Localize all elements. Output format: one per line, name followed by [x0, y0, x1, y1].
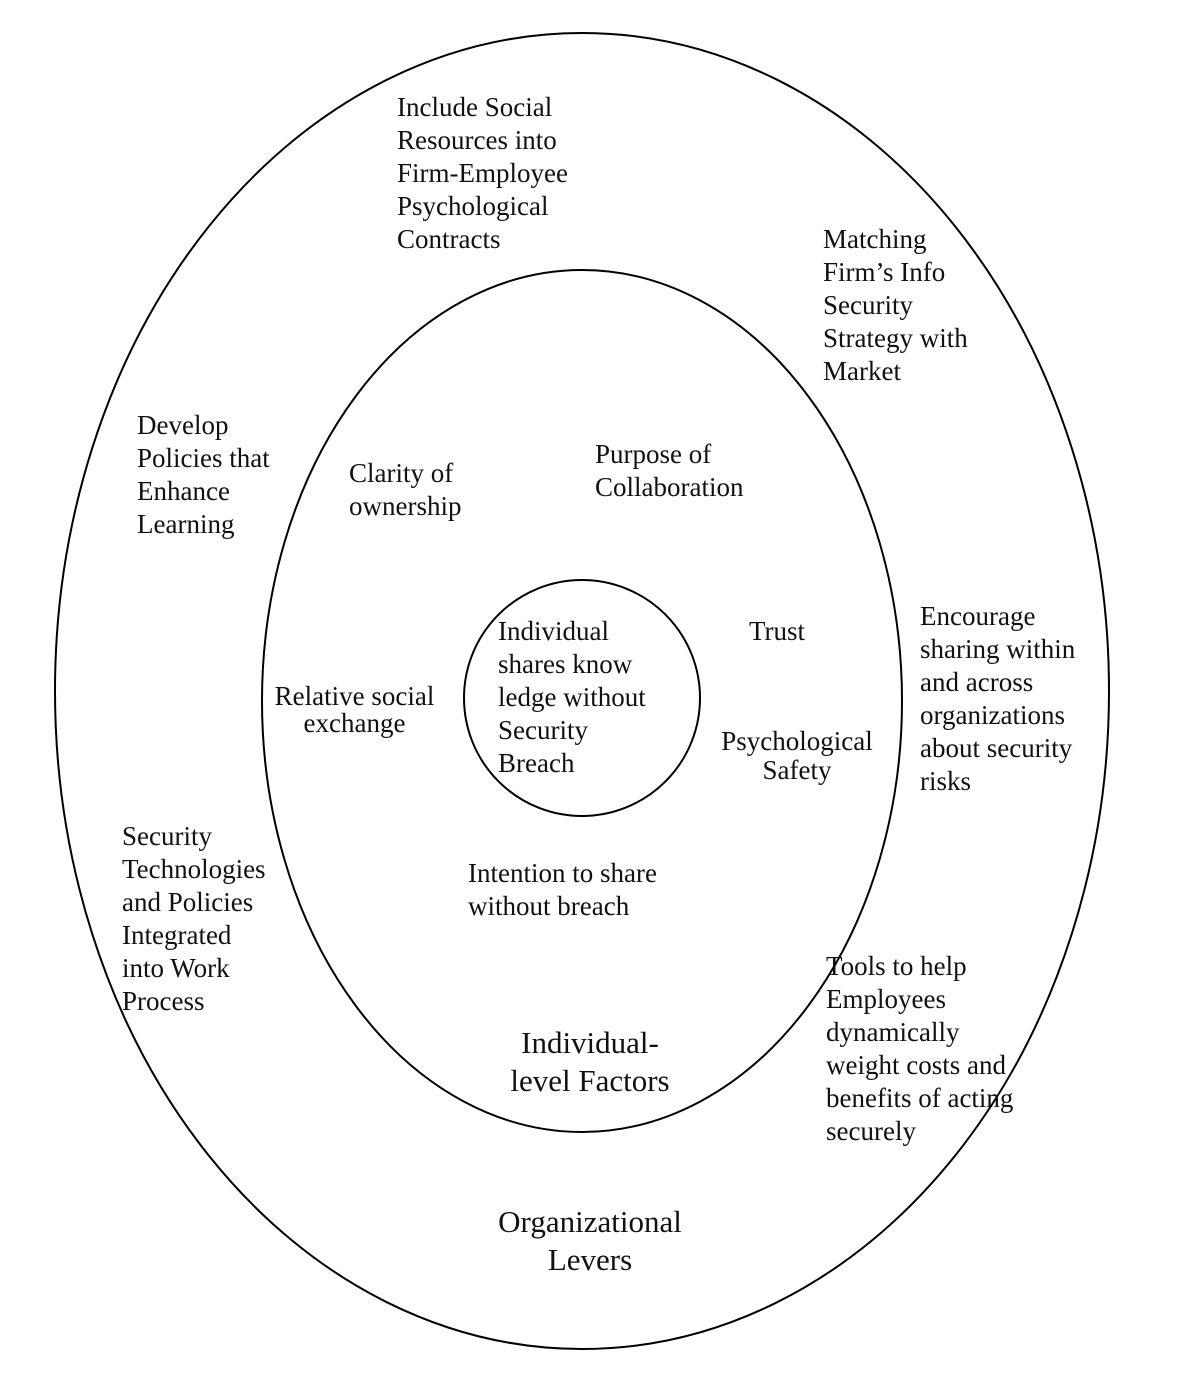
- factor-psychological-safety: Psychological Safety: [721, 726, 873, 785]
- core-outcome-text: Individual shares know ledge without Sec…: [498, 616, 646, 778]
- middle-ring-title: Individual- level Factors: [510, 1025, 670, 1098]
- lever-develop-learning-policies: Develop Policies that Enhance Learning: [137, 410, 270, 539]
- outer-ring-organizational-levers: [54, 32, 1110, 1350]
- lever-tools-weight-costs: Tools to help Employees dynamically weig…: [826, 951, 1014, 1146]
- middle-ring-individual-factors: [261, 269, 903, 1133]
- lever-include-social-resources: Include Social Resources into Firm-Emplo…: [397, 92, 568, 254]
- factor-relative-social-exchange: Relative social exchange: [274, 681, 435, 738]
- lever-security-technologies: Security Technologies and Policies Integ…: [122, 821, 266, 1016]
- lever-encourage-sharing: Encourage sharing within and across orga…: [920, 601, 1076, 796]
- factor-clarity-of-ownership: Clarity of ownership: [349, 458, 462, 521]
- lever-matching-security-strategy: Matching Firm’s Info Security Strategy w…: [823, 224, 968, 386]
- factor-trust: Trust: [749, 616, 806, 646]
- outer-ring-title: Organizational Levers: [498, 1204, 682, 1277]
- factor-purpose-of-collaboration: Purpose of Collaboration: [595, 439, 744, 502]
- factor-intention-to-share: Intention to share without breach: [468, 858, 657, 921]
- core-circle: [463, 579, 701, 817]
